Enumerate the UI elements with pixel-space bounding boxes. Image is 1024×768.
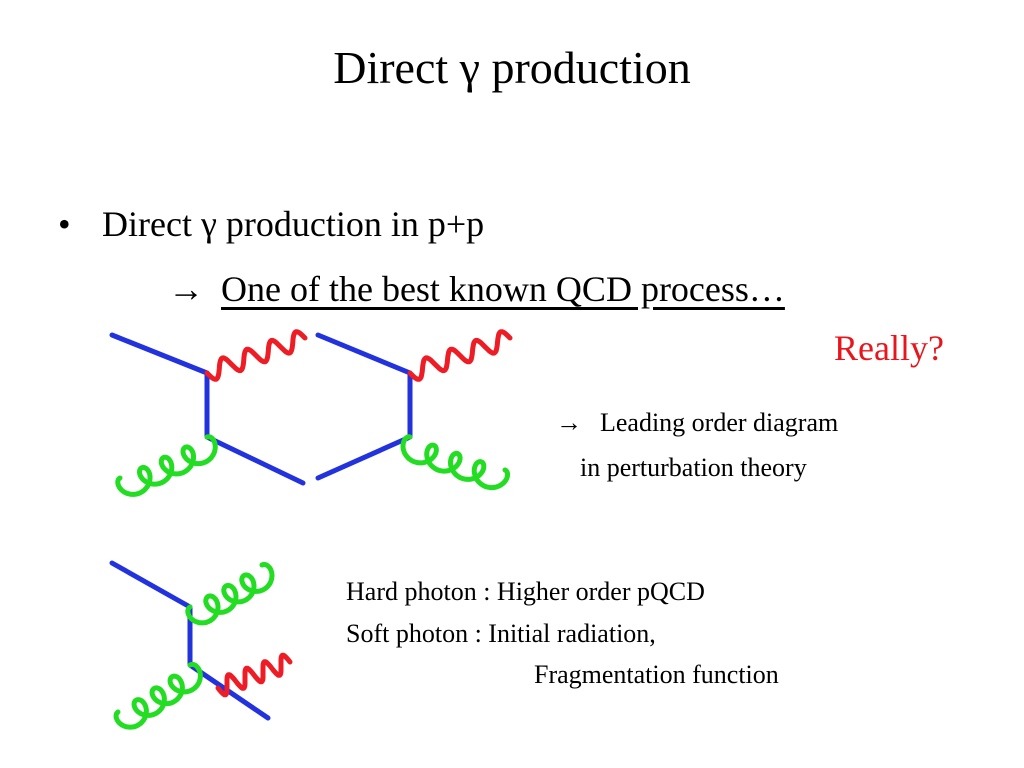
photon-line <box>204 329 308 382</box>
title-prefix: Direct <box>333 42 460 93</box>
bullet-text: Direct γ production in p+p <box>102 200 484 248</box>
slide-title: Direct γ production <box>0 38 1024 98</box>
gluon-line <box>185 561 275 626</box>
bullet-marker: • <box>58 204 71 244</box>
question-text: Really? <box>834 328 944 368</box>
title-suffix: production <box>479 42 691 93</box>
quark-line <box>315 332 413 481</box>
feynman-diagram-3 <box>109 560 293 730</box>
gluon-line <box>115 434 218 497</box>
sub-point-text: One of the best known QCD process… <box>221 269 785 309</box>
feynman-diagram-1 <box>109 329 308 497</box>
gamma-symbol: γ <box>200 204 217 244</box>
feynman-diagram-2 <box>315 329 513 491</box>
leading-order-line2: in perturbation theory <box>580 453 807 482</box>
photon-line <box>215 652 293 698</box>
leading-order-line1: Leading order diagram <box>600 408 839 437</box>
bullet-suffix: production in p+p <box>216 204 485 244</box>
hard-photon-note: Hard photon : Higher order pQCD <box>346 577 705 606</box>
arrow-icon: → <box>168 269 204 309</box>
photon-line <box>407 329 513 382</box>
gamma-symbol: γ <box>459 42 480 93</box>
fragmentation-note: Fragmentation function <box>534 660 779 689</box>
arrow-icon: → <box>556 408 582 437</box>
gluon-line <box>400 434 511 491</box>
quark-line <box>109 332 306 486</box>
bullet-prefix: Direct <box>102 204 201 244</box>
gluon-line <box>113 661 203 730</box>
soft-photon-note: Soft photon : Initial radiation, <box>346 619 656 648</box>
